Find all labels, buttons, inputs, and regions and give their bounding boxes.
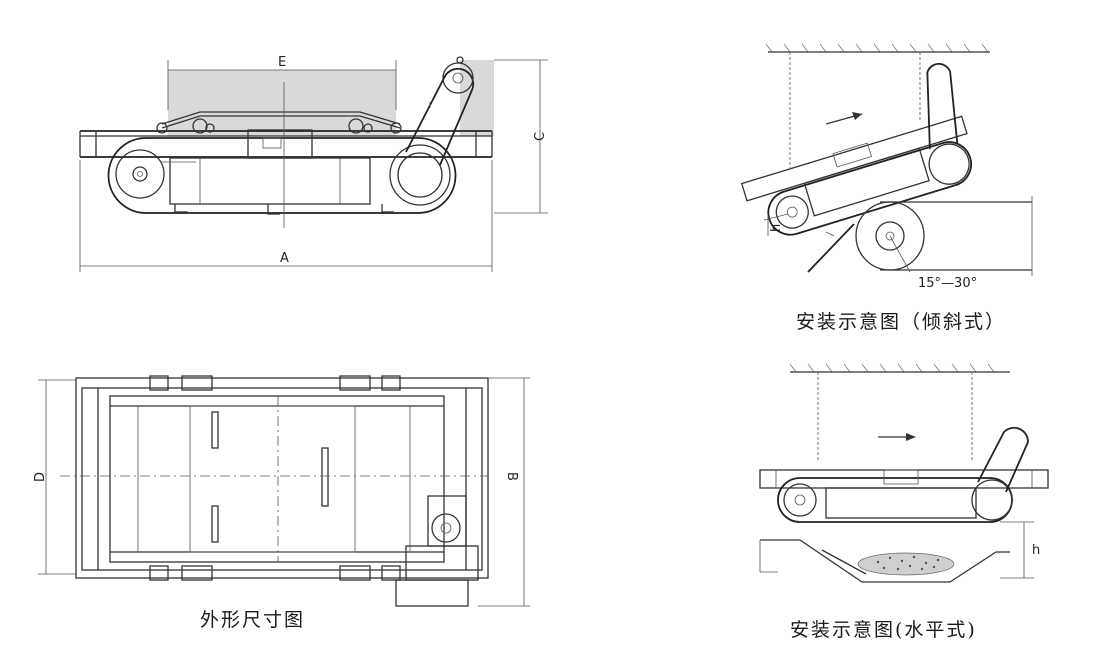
side-view-drawing <box>79 56 548 272</box>
inclined-install-drawing <box>740 43 1033 276</box>
horizontal-caption: 安装示意图(水平式) <box>790 619 977 641</box>
dim-label-c: C <box>533 132 548 141</box>
inclined-caption: 安装示意图（倾斜式） <box>796 311 1006 333</box>
inclined-h-label: h <box>769 224 784 232</box>
top-view-caption: 外形尺寸图 <box>200 609 305 631</box>
dim-label-b: B <box>504 472 519 481</box>
inclined-angle-label: 15°—30° <box>918 276 977 291</box>
horizontal-h-label: h <box>1032 543 1040 558</box>
top-view-drawing <box>38 375 530 607</box>
dim-label-d: D <box>33 472 48 482</box>
horizontal-install-drawing <box>759 363 1049 583</box>
dim-label-a: A <box>280 251 289 266</box>
dim-label-e: E <box>278 55 286 70</box>
